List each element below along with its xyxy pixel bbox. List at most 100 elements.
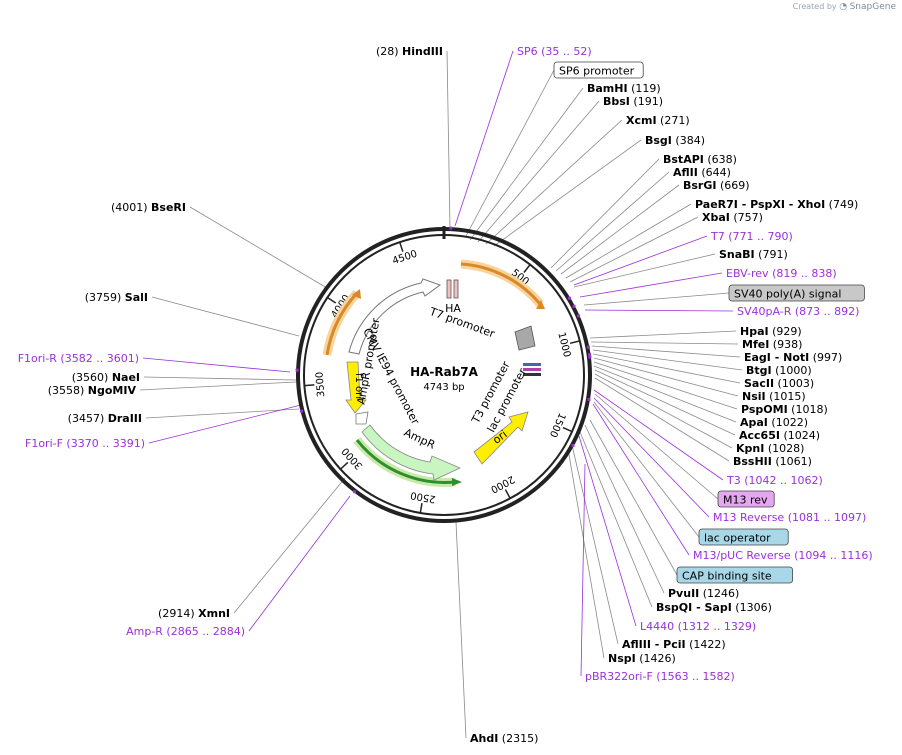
cmv-promoter-arrow <box>348 278 442 355</box>
snapgene-logo-icon: ◔ <box>839 2 848 12</box>
site-labels: BamHI (119)BbsI (191)XcmI (271)BsgI (384… <box>18 45 873 745</box>
connector-line <box>446 50 451 229</box>
site-label: PspOMI (1018) <box>741 403 828 416</box>
connector-line <box>590 341 739 345</box>
tick-mark <box>304 384 315 387</box>
connector-line <box>592 403 690 556</box>
feature-box <box>728 284 865 302</box>
connector-line <box>565 203 692 279</box>
primer-marker <box>572 304 576 308</box>
connector-line <box>151 296 300 337</box>
site-label: BsgI (384) <box>645 134 705 147</box>
site-label: Acc65I (1024) <box>739 429 820 442</box>
site-label: MfeI (938) <box>742 338 802 351</box>
connector-line <box>589 330 737 339</box>
site-label: AflIII - PciI (1422) <box>622 638 726 651</box>
feature-arc-glow <box>460 259 544 307</box>
primer-marker <box>449 226 453 230</box>
primer-label: SP6 (35 .. 52) <box>517 45 592 58</box>
arrow-head-green <box>452 478 462 486</box>
connector-line <box>455 521 467 739</box>
site-label: (3457) DraIII <box>68 412 142 425</box>
primer-marker <box>295 368 299 372</box>
site-label: EagI - NotI (997) <box>744 351 842 364</box>
site-label: XcmI (271) <box>626 114 690 127</box>
connector-line <box>248 495 351 632</box>
feature-label-ampr: AmpR <box>402 426 438 452</box>
connector-line <box>573 253 716 288</box>
primer-label: M13/pUC Reverse (1094 .. 1116) <box>693 549 873 562</box>
site-label: BstAPI (638) <box>663 153 737 166</box>
site-label: NsiI (1015) <box>742 390 806 403</box>
site-label: AflII (644) <box>673 166 731 179</box>
site-label: BspQI - SapI (1306) <box>656 601 772 614</box>
connector-line <box>233 477 346 614</box>
tick-label: 3500 <box>314 371 327 397</box>
connector-line <box>594 373 733 449</box>
site-label: AhdI (2315) <box>470 732 538 745</box>
feature-box <box>717 490 775 508</box>
primer-label: F1ori-F (3370 .. 3391) <box>25 437 145 450</box>
tick-mark <box>339 461 349 470</box>
tick-label: 2000 <box>489 473 517 495</box>
primer-marker <box>588 353 592 357</box>
credit-brand: SnapGene <box>849 2 896 12</box>
feature-box <box>698 528 789 546</box>
tick-label: 2500 <box>410 489 437 504</box>
connector-line <box>593 361 738 410</box>
feature-box-label: SP6 promoter <box>559 65 635 78</box>
credit-text: Created by <box>792 2 837 11</box>
feature-box <box>553 61 644 79</box>
connector-lines <box>139 50 743 739</box>
ampr-promoter-box <box>355 411 369 425</box>
feature-arc-orange-left <box>325 291 359 356</box>
site-label: (4001) BseRI <box>111 201 186 214</box>
connector-line <box>583 292 730 306</box>
primer-label: Amp-R (2865 .. 2884) <box>126 625 245 638</box>
primer-marker <box>299 409 303 413</box>
connector-line <box>148 404 302 444</box>
lac-feature-bar <box>523 373 541 376</box>
ori-arrow <box>473 411 529 465</box>
connector-line <box>454 50 514 227</box>
connector-line <box>485 119 623 245</box>
connector-line <box>142 357 291 373</box>
connector-line <box>571 444 619 645</box>
primer-marker <box>571 443 575 447</box>
site-label: (2914) XmnI <box>158 607 230 620</box>
primer-label: F1ori-R (3582 .. 3601) <box>18 352 139 365</box>
connector-line <box>594 369 736 436</box>
snapgene-credit: Created by ◔ SnapGene <box>793 2 896 12</box>
site-label: HpaI (929) <box>740 325 802 338</box>
feature-box-label: CAP binding site <box>682 570 772 583</box>
site-label: (3558) NgoMIV <box>48 384 137 397</box>
connector-line <box>560 184 680 275</box>
connector-line <box>573 235 708 286</box>
primer-marker <box>353 490 357 494</box>
tick-marks <box>304 226 580 514</box>
ha-tag-box <box>446 279 452 299</box>
primer-label: L4440 (1312 .. 1329) <box>640 620 756 633</box>
primer-label: M13 Reverse (1081 .. 1097) <box>713 511 866 524</box>
site-label: (3560) NaeI <box>72 371 140 384</box>
site-label: (3759) SalI <box>85 291 148 304</box>
tick-label: 1500 <box>547 411 567 439</box>
connector-line <box>593 357 739 397</box>
primer-marker <box>586 345 590 349</box>
feature-arc-orange-top <box>460 262 542 305</box>
feature-label-ha: HA <box>445 302 461 315</box>
connector-line <box>145 408 300 419</box>
site-label: NspI (1426) <box>608 652 676 665</box>
feature-box-label: SV40 poly(A) signal <box>734 288 841 301</box>
primer-label: EBV-rev (819 .. 838) <box>726 267 837 280</box>
site-label: ApaI (1022) <box>740 416 808 429</box>
ampr-arrow <box>361 424 461 481</box>
lac-feature-bar <box>523 363 541 366</box>
primer-label: T7 (771 .. 790) <box>710 230 793 243</box>
feature-box-label: M13 rev <box>723 494 768 507</box>
arrow-head-orange-top <box>536 300 545 309</box>
connector-line <box>579 431 653 608</box>
tick-mark <box>326 296 337 304</box>
connector-line <box>493 139 642 247</box>
